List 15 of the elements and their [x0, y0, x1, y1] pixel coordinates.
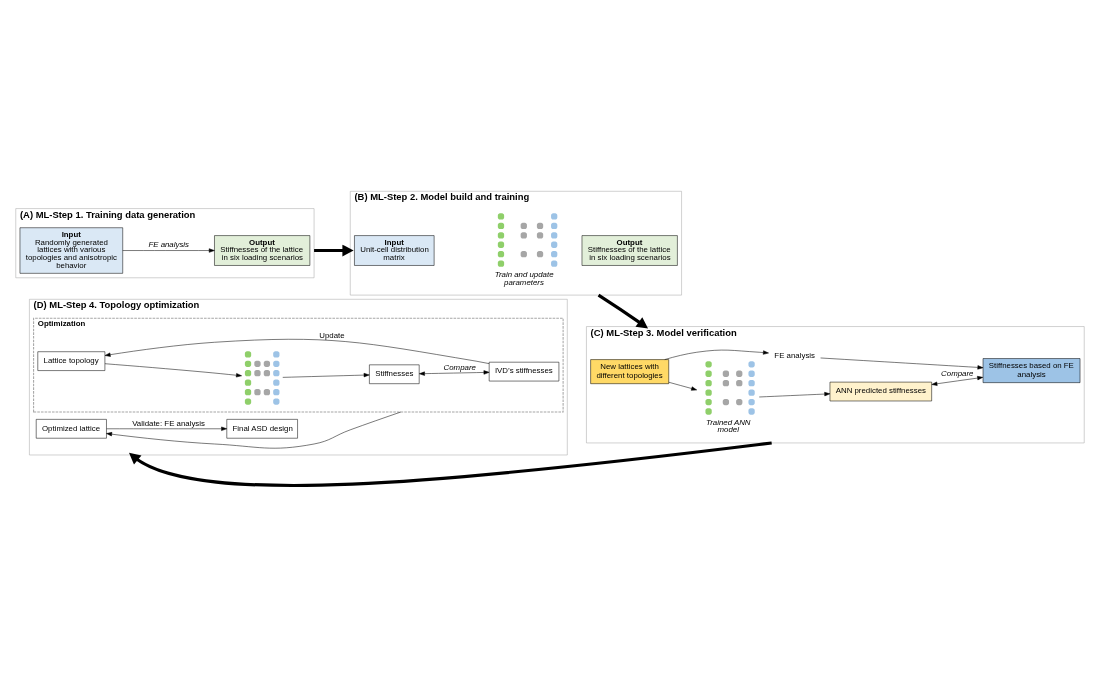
arrow: [122, 248, 215, 253]
arrow: [104, 363, 242, 378]
arrow: [820, 357, 984, 370]
arrow: [106, 426, 227, 431]
arrow: [104, 339, 490, 364]
arrow: [931, 376, 984, 386]
arrow: [314, 244, 354, 257]
arrow: [106, 411, 402, 449]
arrow: [419, 370, 490, 376]
arrow: [668, 382, 697, 391]
arrow: [282, 373, 370, 378]
arrow: [664, 349, 769, 360]
arrow: [597, 293, 649, 329]
arrow: [758, 391, 831, 398]
arrow: [129, 441, 772, 488]
